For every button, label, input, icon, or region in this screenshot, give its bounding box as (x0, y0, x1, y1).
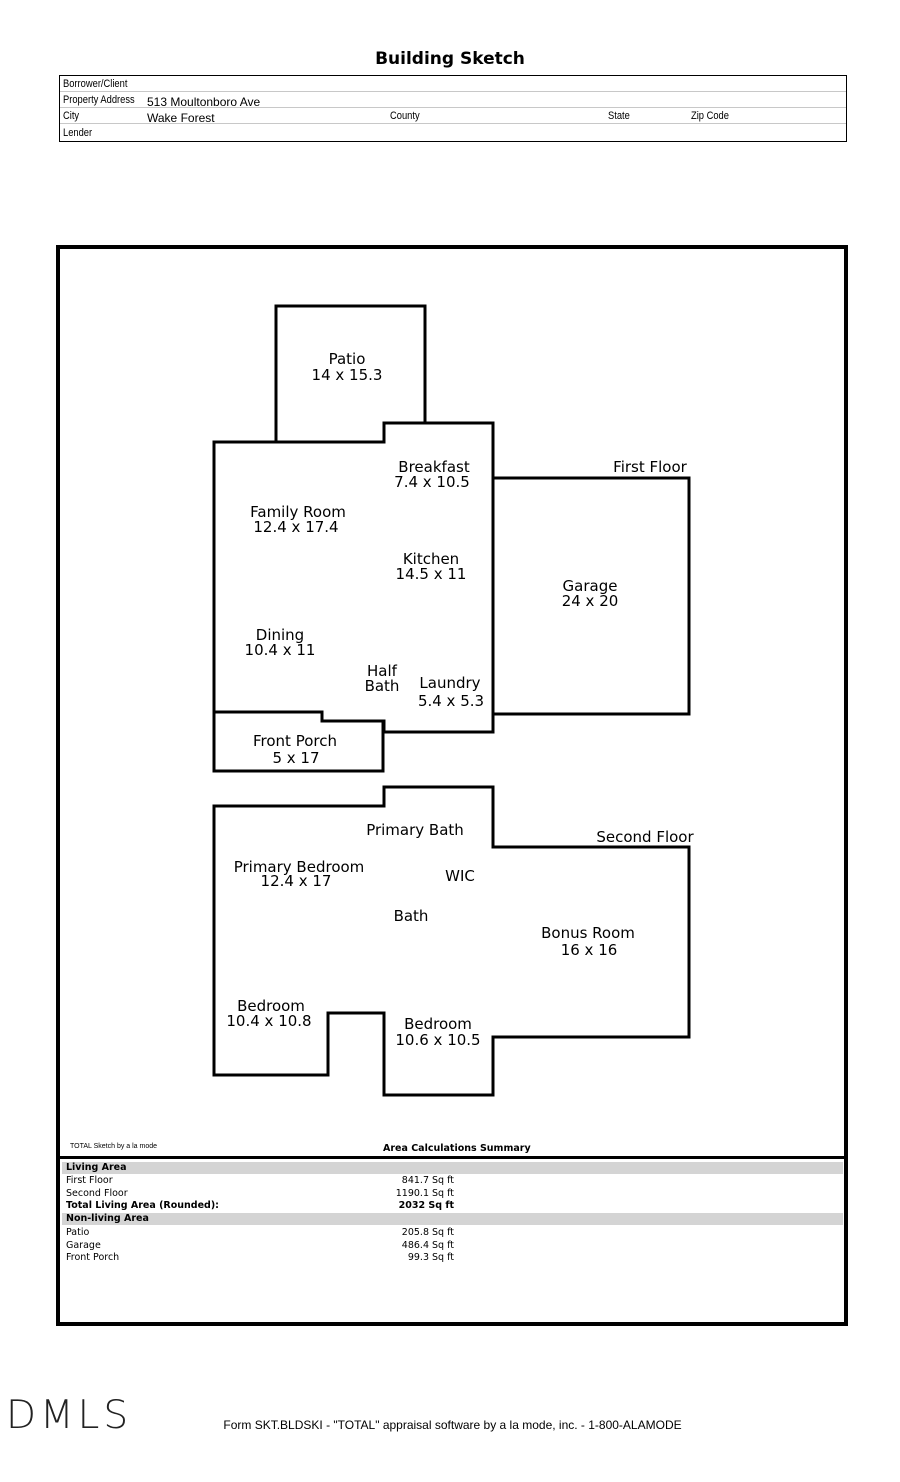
front-porch-outline (212, 712, 385, 773)
borrower-row: Borrower/Client (60, 76, 846, 92)
city-value: Wake Forest (147, 111, 215, 125)
county-label: County (390, 110, 420, 122)
bedroom2-label: Bedroom (404, 1015, 472, 1033)
city-label: City (63, 110, 80, 122)
bedroom2-dim: 10.6 x 10.5 (395, 1031, 480, 1049)
summary-row: Garage 486.4 Sq ft (66, 1240, 466, 1253)
first-floor-label: First Floor (613, 458, 687, 476)
bedroom1-label: Bedroom (237, 997, 305, 1015)
primary-bedroom-dim: 12.4 x 17 (261, 872, 332, 890)
patio-outline (274, 304, 427, 442)
summary-row: Patio 205.8 Sq ft (66, 1227, 466, 1240)
summary-row: Second Floor 1190.1 Sq ft (66, 1188, 466, 1201)
zip-label: Zip Code (691, 110, 729, 122)
summary-total-row: Total Living Area (Rounded): 2032 Sq ft (66, 1200, 466, 1213)
half-bath-label-1: Half (367, 662, 398, 680)
patio-label: Patio (329, 350, 366, 368)
summary-row: Front Porch 99.3 Sq ft (66, 1252, 466, 1265)
dmls-logo: DMLS (6, 1393, 133, 1438)
summary-total-value: 2032 Sq ft (398, 1200, 454, 1211)
kitchen-label: Kitchen (403, 550, 459, 568)
family-room-label: Family Room (250, 503, 346, 521)
summary-divider (60, 1156, 844, 1159)
summary-row-label: Second Floor (66, 1188, 128, 1199)
summary-row-value: 99.3 Sq ft (407, 1252, 454, 1263)
living-area-heading: Living Area (66, 1162, 127, 1173)
page-title: Building Sketch (375, 49, 525, 69)
laundry-label: Laundry (419, 674, 480, 692)
primary-bedroom-label: Primary Bedroom (234, 858, 365, 876)
second-floor-outline (212, 785, 691, 1097)
summary-row-value: 205.8 Sq ft (401, 1227, 454, 1238)
half-bath-label-2: Bath (365, 677, 400, 695)
area-summary-title: Area Calculations Summary (383, 1143, 531, 1154)
front-porch-label: Front Porch (253, 732, 337, 750)
summary-row-label: First Floor (66, 1175, 113, 1186)
summary-row-label: Patio (66, 1227, 90, 1238)
lender-row: Lender (60, 125, 846, 141)
sketch-credit: TOTAL Sketch by a la mode (70, 1143, 158, 1150)
breakfast-dim: 7.4 x 10.5 (394, 473, 470, 491)
address-row: Property Address 513 Moultonboro Ave (60, 92, 846, 109)
dining-label: Dining (256, 626, 304, 644)
garage-outline (493, 476, 691, 716)
patio-dim: 14 x 15.3 (312, 366, 383, 384)
non-living-area-heading: Non-living Area (66, 1213, 149, 1224)
sketch-frame (56, 245, 848, 1326)
summary-row-value: 1190.1 Sq ft (395, 1188, 454, 1199)
borrower-label: Borrower/Client (63, 78, 128, 90)
laundry-dim: 5.4 x 5.3 (418, 692, 484, 710)
summary-row: First Floor 841.7 Sq ft (66, 1175, 466, 1188)
garage-dim: 24 x 20 (562, 592, 619, 610)
state-label: State (608, 110, 630, 122)
summary-row-label: Garage (66, 1240, 101, 1251)
summary-row-value: 486.4 Sq ft (401, 1240, 454, 1251)
summary-row-value: 841.7 Sq ft (401, 1175, 454, 1186)
bedroom1-dim: 10.4 x 10.8 (226, 1012, 311, 1030)
bonus-room-dim: 16 x 16 (561, 941, 618, 959)
address-value: 513 Moultonboro Ave (147, 95, 261, 109)
primary-bath-label: Primary Bath (366, 821, 464, 839)
form-footer: Form SKT.BLDSKI - "TOTAL" appraisal soft… (223, 1418, 682, 1432)
bonus-room-label: Bonus Room (541, 924, 635, 942)
summary-total-label: Total Living Area (Rounded): (66, 1200, 219, 1211)
summary-row-label: Front Porch (66, 1252, 120, 1263)
city-row: City Wake Forest County State Zip Code (60, 108, 846, 125)
family-room-dim: 12.4 x 17.4 (253, 518, 338, 536)
bath-label: Bath (394, 907, 429, 925)
second-floor-label: Second Floor (596, 828, 694, 846)
living-area-section: Living Area (62, 1162, 843, 1174)
front-porch-dim: 5 x 17 (272, 749, 319, 767)
kitchen-dim: 14.5 x 11 (396, 565, 467, 583)
lender-label: Lender (63, 127, 93, 139)
breakfast-label: Breakfast (398, 458, 470, 476)
dining-dim: 10.4 x 11 (245, 641, 316, 659)
property-header-table: Borrower/Client Property Address 513 Mou… (59, 75, 847, 142)
wic-label: WIC (445, 867, 475, 885)
address-label: Property Address (63, 94, 135, 106)
garage-label: Garage (563, 577, 618, 595)
non-living-area-section: Non-living Area (62, 1213, 843, 1225)
